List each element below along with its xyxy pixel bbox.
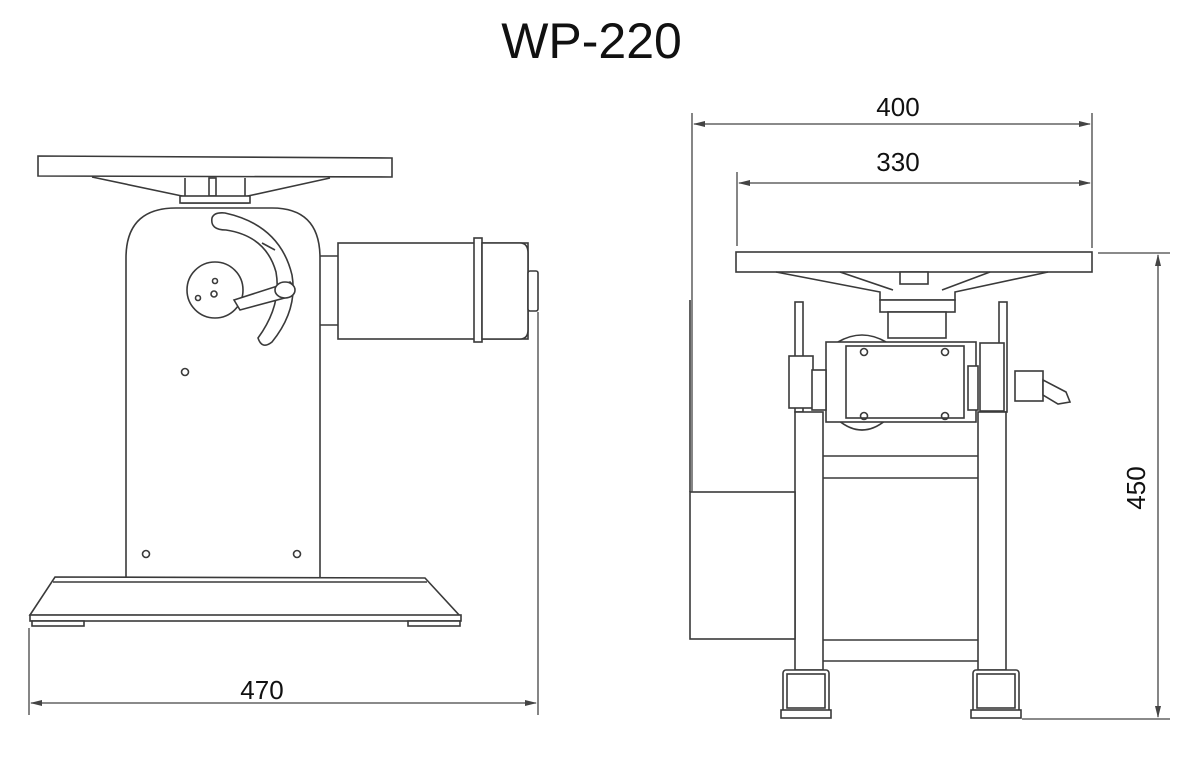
side-body-housing [125,207,321,577]
front-gearbox [811,334,1072,431]
side-motor [320,237,539,343]
dimension-450: 450 [1022,252,1170,720]
dimension-330: 330 [736,147,1091,246]
side-view: 470 [28,155,539,715]
front-frame [689,300,1022,719]
dimension-470: 470 [28,312,539,715]
dimension-label-400: 400 [876,92,919,122]
drawing-title: WP-220 [501,13,682,69]
side-table-plate [37,155,393,204]
front-view: 400 330 450 [689,92,1170,720]
side-base [28,576,462,627]
dimension-label-450: 450 [1121,466,1151,509]
dimension-label-330: 330 [876,147,919,177]
front-brackets [788,301,1008,413]
dimension-label-470: 470 [240,675,283,705]
dimension-400: 400 [691,92,1093,492]
front-table-plate [735,251,1093,339]
